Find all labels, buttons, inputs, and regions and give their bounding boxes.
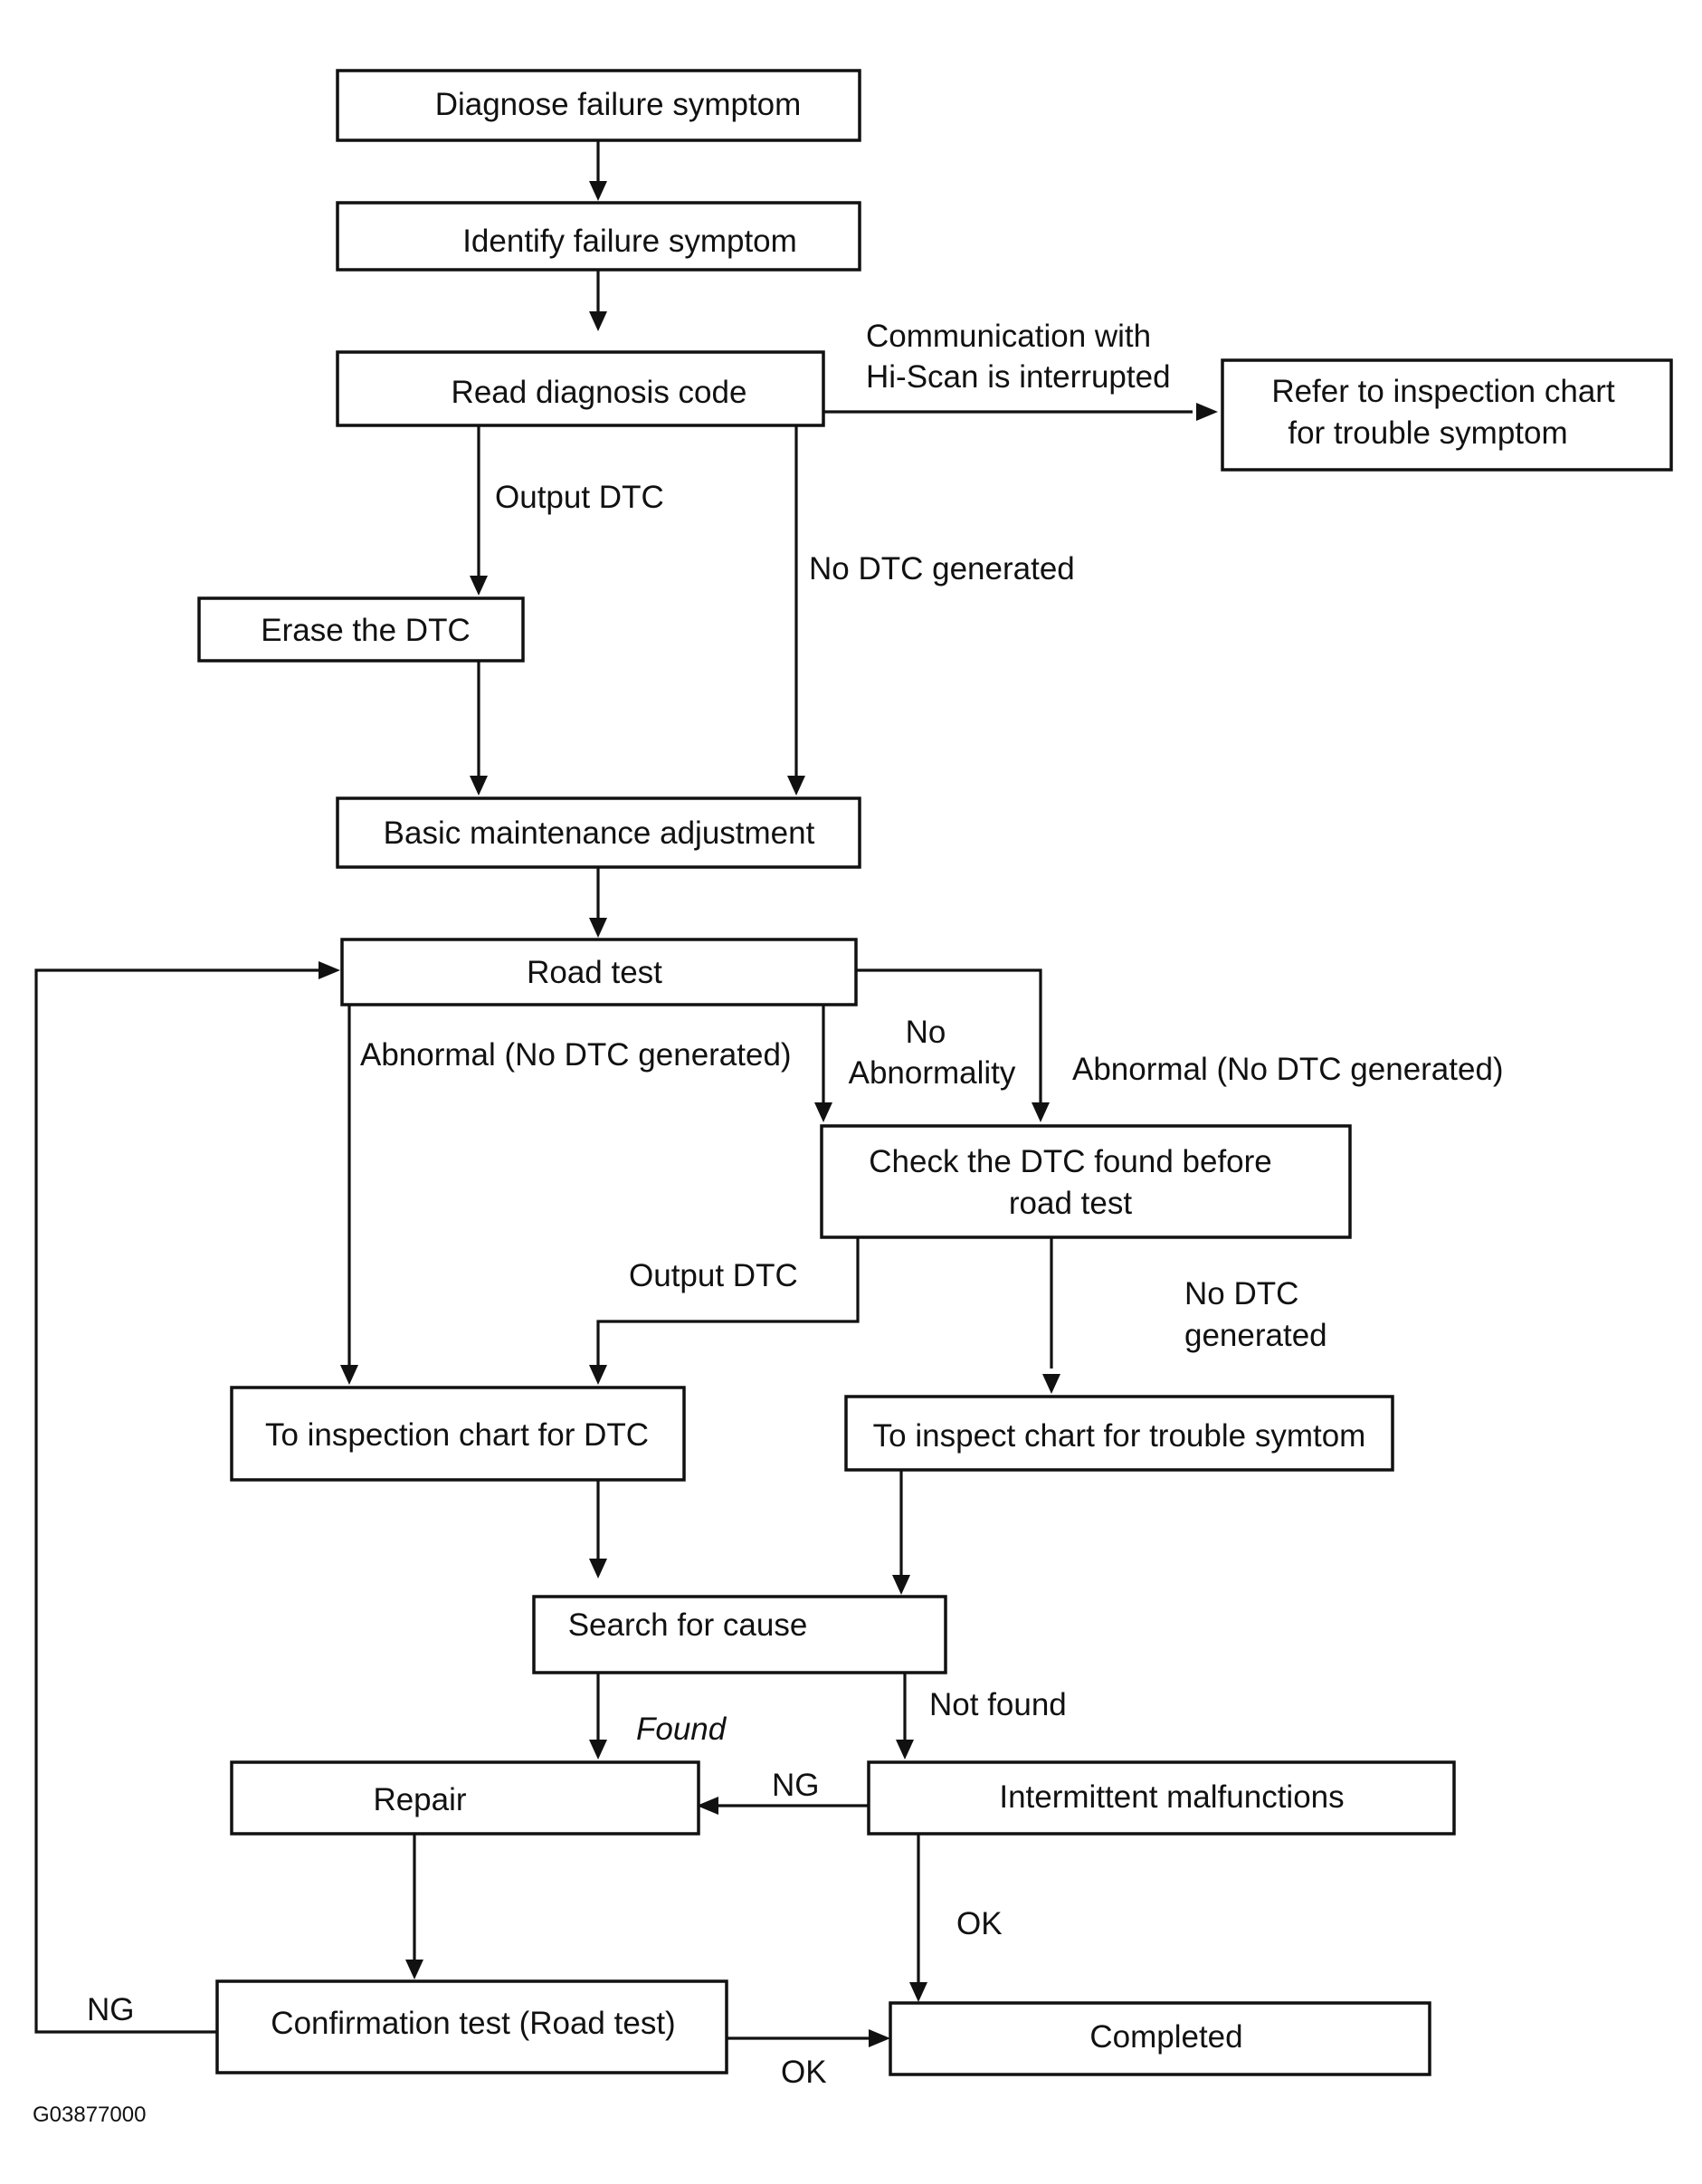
label-output-dtc-top: Output DTC [495, 480, 664, 515]
node-texts: Diagnose failure symptom Identify failur… [261, 87, 1615, 2055]
arrowhead-down [340, 1365, 358, 1385]
arrowhead-down [1042, 1374, 1060, 1394]
figure-code: G03877000 [33, 2103, 146, 2127]
arrowhead-left [697, 1797, 718, 1815]
label-not-found: Not found [929, 1687, 1067, 1722]
arrowhead-right [1196, 403, 1218, 421]
box-repair [230, 1760, 700, 1836]
arrowhead-down [589, 1559, 607, 1578]
box-confirmation-test [215, 1979, 728, 2074]
arrowhead-right [319, 961, 340, 979]
box-check-dtc-before-road-test [820, 1124, 1352, 1239]
node-check-line2: road test [1009, 1186, 1132, 1221]
arrowhead-down [814, 1102, 832, 1122]
process-boxes [197, 69, 1673, 2076]
label-comm-interrupted-line1: Communication with [866, 319, 1151, 354]
label-no-dtc-top: No DTC generated [809, 551, 1075, 587]
arrowhead-down [589, 918, 607, 938]
arrowhead-down [589, 181, 607, 201]
node-search-label: Search for cause [568, 1607, 808, 1643]
node-basic-label: Basic maintenance adjustment [384, 815, 815, 851]
box-road-test [340, 938, 858, 1006]
box-identify-failure-symptom [336, 201, 861, 272]
label-no-abnormality-line2: Abnormality [849, 1055, 1016, 1091]
label-found: Found [636, 1712, 727, 1747]
edge-labels: Communication with Hi-Scan is interrupte… [87, 319, 1504, 2090]
node-erase-label: Erase the DTC [261, 613, 470, 648]
label-abnormal-right: Abnormal (No DTC generated) [1072, 1052, 1504, 1087]
label-ng-intermittent: NG [772, 1768, 820, 1803]
node-repair-label: Repair [373, 1782, 466, 1817]
node-identify-label: Identify failure symptom [462, 224, 797, 259]
label-no-dtc-middle-line1: No DTC [1184, 1276, 1298, 1311]
arrowhead-down [589, 311, 607, 331]
label-no-abnormality-line1: No [906, 1015, 946, 1050]
label-ok-intermittent: OK [956, 1906, 1003, 1941]
label-comm-interrupted-line2: Hi-Scan is interrupted [866, 359, 1171, 395]
arrowhead-down [896, 1740, 914, 1760]
edge-confirm-road-loop [34, 968, 321, 2034]
arrowhead-down [470, 776, 488, 796]
arrowhead-down [892, 1575, 910, 1595]
box-basic-maintenance [336, 796, 861, 869]
box-read-diagnosis-code [336, 350, 825, 427]
box-to-inspect-chart-trouble [844, 1395, 1394, 1472]
edge-road-check-abn [856, 968, 1042, 1106]
arrowhead-down [589, 1740, 607, 1760]
box-diagnose-failure-symptom [336, 69, 861, 142]
label-ng-loop: NG [87, 1992, 135, 2027]
box-to-inspection-chart-dtc [230, 1386, 686, 1482]
node-completed-label: Completed [1089, 2019, 1242, 2055]
node-road-test-label: Road test [527, 955, 662, 990]
node-refer-line1: Refer to inspection chart [1271, 374, 1615, 409]
arrowhead-down [1032, 1102, 1050, 1122]
node-diagnose-label: Diagnose failure symptom [435, 87, 802, 122]
box-search-for-cause [532, 1595, 947, 1674]
edge-check-todtc [596, 1237, 860, 1369]
box-erase-dtc [197, 596, 525, 663]
node-to-trouble-label: To inspect chart for trouble symtom [873, 1418, 1366, 1454]
connectors [34, 140, 1193, 2040]
arrowhead-down [405, 1960, 423, 1979]
box-refer-inspection-chart [1221, 358, 1673, 472]
node-check-line1: Check the DTC found before [869, 1144, 1272, 1179]
arrowheads [319, 181, 1218, 2047]
label-abnormal-left: Abnormal (No DTC generated) [360, 1037, 792, 1073]
box-intermittent-malfunctions [867, 1760, 1456, 1836]
arrowhead-down [909, 1982, 927, 2002]
arrowhead-down [470, 576, 488, 596]
label-output-dtc-middle: Output DTC [629, 1258, 798, 1293]
label-ok-confirm: OK [781, 2055, 827, 2090]
node-read-code-label: Read diagnosis code [452, 375, 747, 410]
arrowhead-right [869, 2029, 890, 2047]
node-confirm-label: Confirmation test (Road test) [271, 2006, 675, 2041]
node-to-dtc-label: To inspection chart for DTC [265, 1417, 649, 1453]
box-completed [889, 2001, 1431, 2076]
node-intermittent-label: Intermittent malfunctions [999, 1779, 1344, 1815]
label-no-dtc-middle-line2: generated [1184, 1318, 1327, 1353]
node-refer-line2: for trouble symptom [1288, 415, 1567, 451]
arrowhead-down [589, 1365, 607, 1385]
arrowhead-down [787, 776, 805, 796]
